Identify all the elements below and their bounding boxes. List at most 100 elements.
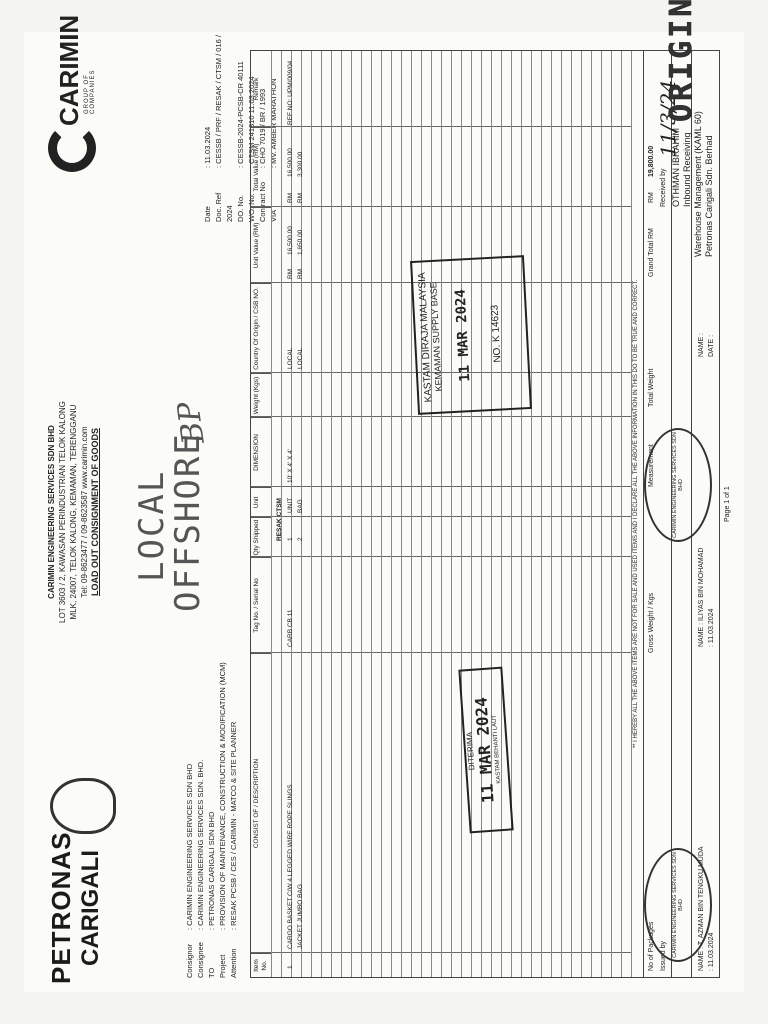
to-value: : PETRONAS CARIGALI SDN BHD [207,811,216,930]
table-row [351,51,352,977]
col-weight: Weight (Kgs) [251,373,271,417]
project-label: Project [218,954,227,978]
row1-unit: UNIT [287,497,294,513]
footer-divider [643,51,644,977]
to-row: TO : PETRONAS CARIGALI SDN BHD [206,662,217,978]
table-row [501,51,502,977]
table-row [601,51,602,977]
row1-unit-currency: RM [287,268,294,279]
consignor-value: : CARIMIN ENGINEERING SERVICES SDN BHD [185,763,194,930]
project-value: : PROVISION OF MAINTENANCE, CONSTRUCTION… [218,662,227,930]
carimin-wordmark: CARIMIN [54,14,84,126]
document-title: LOAD OUT CONSIGNMENT OF GOODS [90,428,100,596]
do-no-row: DO. No. : CESSB-2024-PCSB-CR 40111 [235,32,246,222]
table-row [531,51,532,977]
col-qty-shipped: Qty Shipped [251,517,271,557]
row1-remark: REF NO: UPM/009/04 [287,60,294,125]
row2-unit: BAG [297,499,304,513]
original-stamp: ORIGINAL [664,0,700,122]
local-offshore-stamp: LOCAL OFFSHORE [132,432,208,612]
project-row: Project : PROVISION OF MAINTENANCE, CONST… [217,662,228,978]
row2-description: JACKET JUMBO BAG [297,884,304,949]
customs-stamp-number: NO. K 14623 [489,304,504,363]
col-item-no: Item No. [251,953,271,977]
receiver-stamp-role-1: Inbound Receiving [682,132,692,207]
col-origin: Country Of Origin / CSB NO. [251,283,271,373]
consignor-label: Consignor [185,943,194,978]
table-row [311,51,312,977]
table-row [611,51,612,977]
table-row [571,51,572,977]
table-row [401,51,402,977]
table-row [321,51,322,977]
do-no-value: : CESSB-2024-PCSB-CR 40111 [236,61,245,168]
table-row [621,51,622,977]
table-row [391,51,392,977]
row1-total: 16,500.00 [287,148,294,177]
row1-qty: 1 [287,537,294,541]
col-tag-serial: Tag No. / Serial No [251,557,271,653]
consignee-row: Consignee: CARIMIN ENGINEERING SERVICES … [195,662,206,978]
table-row [471,51,472,977]
table-row [631,51,632,977]
row1-origin: LOCAL [287,347,294,369]
row2-qty: 2 [297,537,304,541]
company-address-2: MLK, 24007, TELOK KALONG, KEMAMAN, TEREN… [69,404,78,620]
company-contact: Tel: 09-8623477 / 09-8623587 www.carimin… [80,426,89,598]
grand-total-label: Grand Total RM [648,228,655,277]
table-row [521,51,522,977]
grand-total-currency: RM [648,192,655,203]
offshore-stamp-text: OFFSHORE [168,432,208,612]
table-row [441,51,442,977]
table-row [581,51,582,977]
local-stamp-text: LOCAL [132,469,172,582]
consignee-label: Consignee [196,942,205,978]
col-remark: Remark [253,77,260,101]
table-row [341,51,342,977]
table-row [301,51,302,977]
row1-description: CARGO BASKET C/W 4 LEGGED WIRE ROPE SLIN… [287,784,294,949]
checker-date: : 11.03.2024 [708,608,715,647]
table-row [431,51,432,977]
issuer-seal-text: CARIMIN ENGINEERING SERVICES SDN BHD [672,852,684,958]
row1-total-currency: RM [287,192,294,203]
section-label: RESAK CTSM [276,498,283,541]
to-label: TO [207,967,216,978]
row2-origin: LOCAL [297,347,304,369]
table-row [361,51,362,977]
doc-ref-label: Doc. Ref [214,192,223,222]
attention-row: Attention: RESAK PCSB / CES / CARIMIN - … [228,662,239,978]
issuer-company-seal: CARIMIN ENGINEERING SERVICES SDN BHD [644,848,712,962]
issuer-date: : 11.03.2024 [708,932,715,971]
date-value: : 11.03.2024 [203,126,212,168]
col-dimension: DIMENSION [251,417,271,487]
receiver-date-label: DATE : [708,334,715,357]
row2-unit-currency: RM [297,268,304,279]
table-row [381,51,382,977]
table-row [481,51,482,977]
table-row [411,51,412,977]
petronas-carigali-logo: PETRONAS CARIGALI [46,778,136,984]
row1-item: 1 [287,965,294,969]
declaration-text: ** I HEREBY ALL THE ABOVE ITEMS ARE NOT … [633,279,639,749]
col-total-value: Total Value (RM) [251,127,271,207]
receiver-stamp-role-2: Warehouse Management (KAML 60) [693,111,703,257]
row1-unit-value: 16,500.00 [287,226,294,255]
carimin-c-icon [48,124,96,172]
table-row [331,51,332,977]
date-label: Date [203,206,212,222]
table-row [491,51,492,977]
table-row [371,51,372,977]
do-no-label: DO. No. [236,194,245,222]
doc-ref-row: Doc. Ref: CESSB / PRF / RESAK / CTSM / 0… [213,32,235,222]
total-weight-label: Total Weight [648,368,655,407]
table-row [271,51,272,977]
row2-unit-value: 1,650.00 [297,229,304,255]
consignor-row: Consignor : CARIMIN ENGINEERING SERVICES … [184,662,195,978]
gross-weight-label: Gross Weight / Kgs [648,592,655,653]
table-row [511,51,512,977]
table-row [551,51,552,977]
receiver-name-label: NAME : [698,332,705,357]
company-header: CARIMIN ENGINEERING SERVICES SDN BHD LOT… [46,362,101,662]
attention-value: : RESAK PCSB / CES / CARIMIN - MATCO & S… [229,721,238,930]
